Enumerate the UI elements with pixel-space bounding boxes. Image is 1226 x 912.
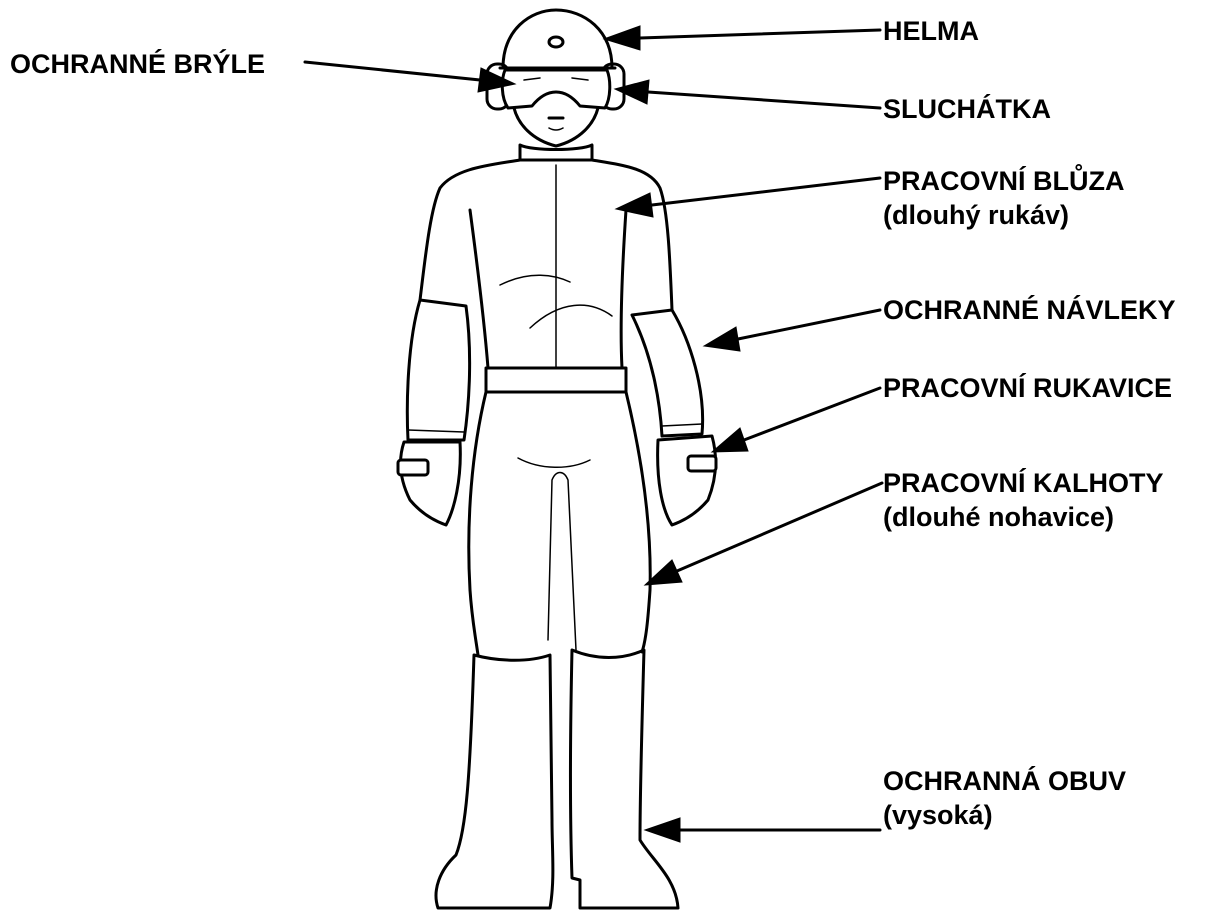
label-earmuffs-line1: SLUCHÁTKA (883, 92, 1051, 126)
label-boots-line2: (vysoká) (883, 798, 1126, 832)
label-trousers: PRACOVNÍ KALHOTY (dlouhé nohavice) (883, 466, 1164, 534)
label-trousers-line1: PRACOVNÍ KALHOTY (883, 466, 1164, 500)
label-jacket-line1: PRACOVNÍ BLŮZA (883, 164, 1125, 198)
label-trousers-line2: (dlouhé nohavice) (883, 500, 1164, 534)
label-goggles-line1: OCHRANNÉ BRÝLE (10, 47, 265, 81)
label-earmuffs: SLUCHÁTKA (883, 92, 1051, 126)
arrow-boots (645, 818, 880, 842)
label-gloves: PRACOVNÍ RUKAVICE (883, 371, 1172, 405)
label-jacket: PRACOVNÍ BLŮZA (dlouhý rukáv) (883, 164, 1125, 232)
label-helmet: HELMA (883, 14, 979, 48)
label-sleeves-line1: OCHRANNÉ NÁVLEKY (883, 293, 1176, 327)
face-illustration (514, 108, 598, 146)
arrow-sleeves (704, 310, 880, 351)
gloves-illustration (398, 436, 716, 525)
arrow-helmet (604, 26, 880, 50)
label-gloves-line1: PRACOVNÍ RUKAVICE (883, 371, 1172, 405)
goggles-illustration (502, 70, 609, 108)
trousers-illustration (469, 392, 650, 655)
arrow-earmuffs (615, 80, 880, 108)
belt-illustration (486, 368, 626, 392)
boots-illustration (436, 650, 678, 908)
label-boots-line1: OCHRANNÁ OBUV (883, 764, 1126, 798)
helmet-illustration (500, 10, 615, 68)
arrow-gloves (712, 388, 880, 452)
label-boots: OCHRANNÁ OBUV (vysoká) (883, 764, 1126, 832)
label-jacket-line2: (dlouhý rukáv) (883, 198, 1125, 232)
label-helmet-line1: HELMA (883, 14, 979, 48)
arrow-jacket (616, 178, 880, 217)
jacket-illustration (420, 160, 672, 368)
arrow-trousers (645, 483, 882, 585)
arrow-goggles (305, 62, 515, 92)
sleeve-covers-illustration (407, 300, 702, 440)
label-sleeves: OCHRANNÉ NÁVLEKY (883, 293, 1176, 327)
label-goggles: OCHRANNÉ BRÝLE (10, 47, 265, 81)
